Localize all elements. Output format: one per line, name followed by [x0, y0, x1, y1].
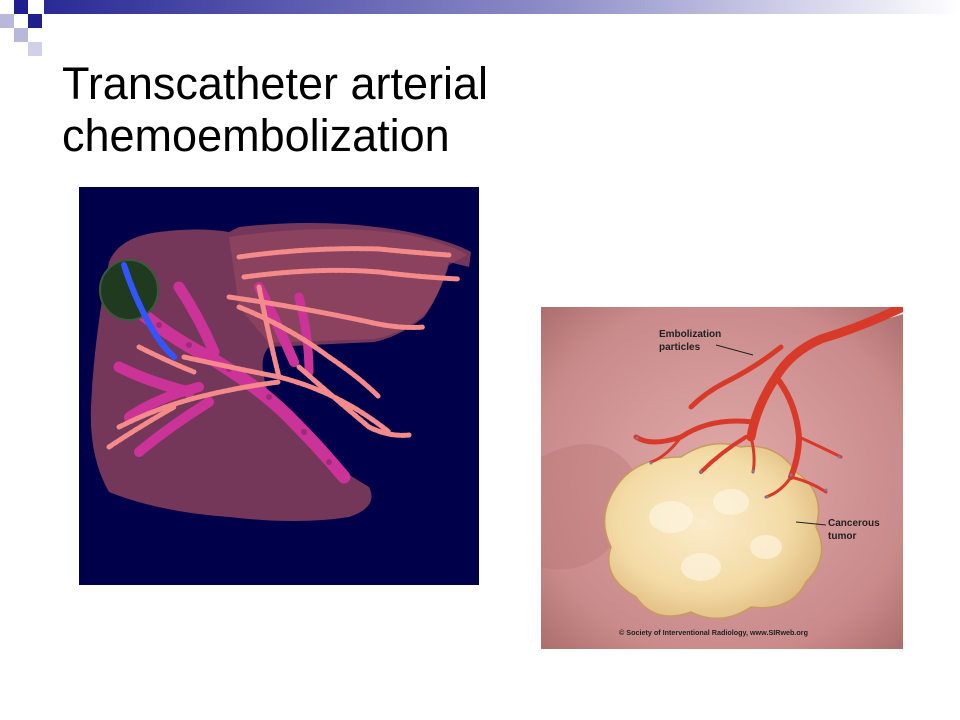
embolization-particle-dots	[635, 436, 841, 499]
corner-decoration	[0, 0, 960, 56]
liver-vessel-illustration	[79, 187, 479, 585]
salmon-arteries	[106, 246, 462, 450]
title-line-1: Transcatheter arterial	[62, 58, 489, 109]
slide-title: Transcatheter arterial chemoembolization	[62, 58, 762, 162]
copyright-text: © Society of Interventional Radiology, w…	[619, 628, 808, 637]
tumor-nodule	[99, 259, 159, 321]
liver-right-lobe-highlight	[229, 228, 467, 343]
embolization-pointer	[715, 344, 754, 356]
label-tumor-line1: Cancerous	[828, 518, 880, 529]
tumor-highlights	[649, 489, 782, 581]
tumor-pointer	[795, 521, 827, 526]
tumor-mass	[603, 442, 823, 620]
label-tumor-line2: tumor	[828, 531, 856, 542]
label-embolization-line2: particles	[659, 342, 701, 353]
label-embolization-line1: Embolization	[659, 329, 721, 340]
artery-tree	[633, 307, 903, 499]
embolization-illustration: Embolization particles Cancerous tumor ©…	[541, 307, 903, 649]
title-line-2: chemoembolization	[62, 110, 450, 161]
catheter-line	[121, 262, 177, 360]
